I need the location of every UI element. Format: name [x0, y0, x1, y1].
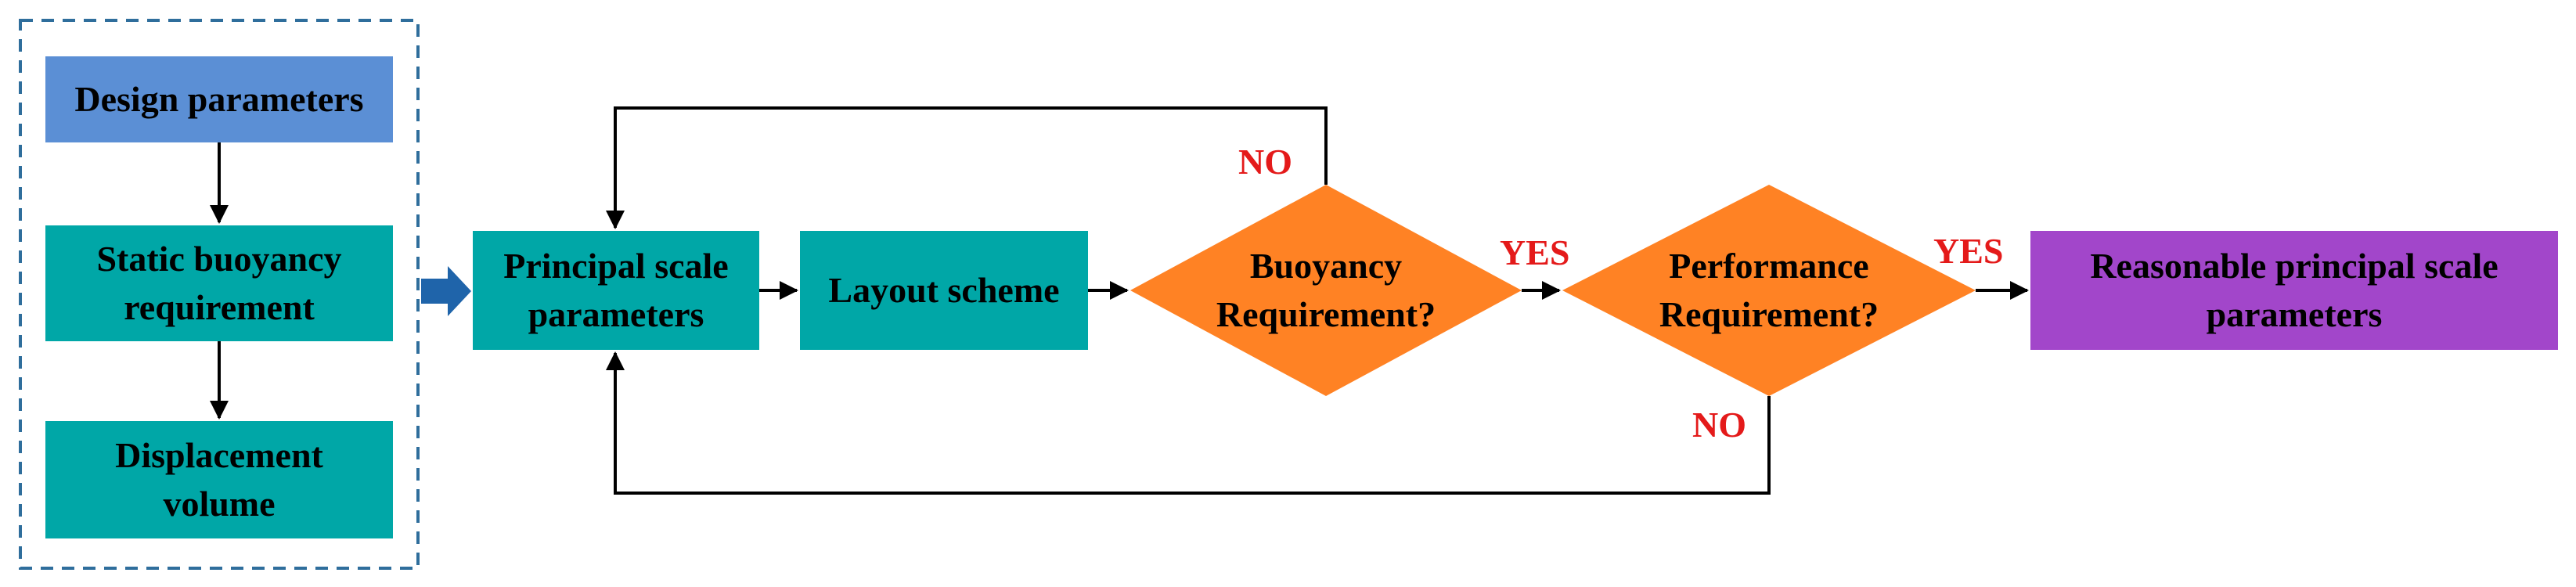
input-group-border: [19, 19, 420, 570]
static-buoyancy-box: [45, 225, 393, 341]
layout-scheme-box: [800, 231, 1088, 350]
principal-scale-box: [473, 231, 759, 350]
displacement-volume-box: [45, 421, 393, 538]
performance-requirement-diamond: [1562, 185, 1976, 396]
buoyancy-requirement-diamond: [1130, 185, 1522, 396]
performance-no-label: NO: [1692, 405, 1746, 445]
loop-buoyancy-no: [606, 106, 1328, 229]
design-parameters-box: [45, 56, 393, 142]
group-output-arrow: [421, 266, 471, 316]
reasonable-parameters-box: [2030, 231, 2558, 350]
buoyancy-yes-label: YES: [1500, 232, 1570, 272]
buoyancy-no-label: NO: [1238, 142, 1292, 182]
performance-yes-label: YES: [1933, 231, 2004, 271]
loop-performance-no: [606, 351, 1771, 495]
